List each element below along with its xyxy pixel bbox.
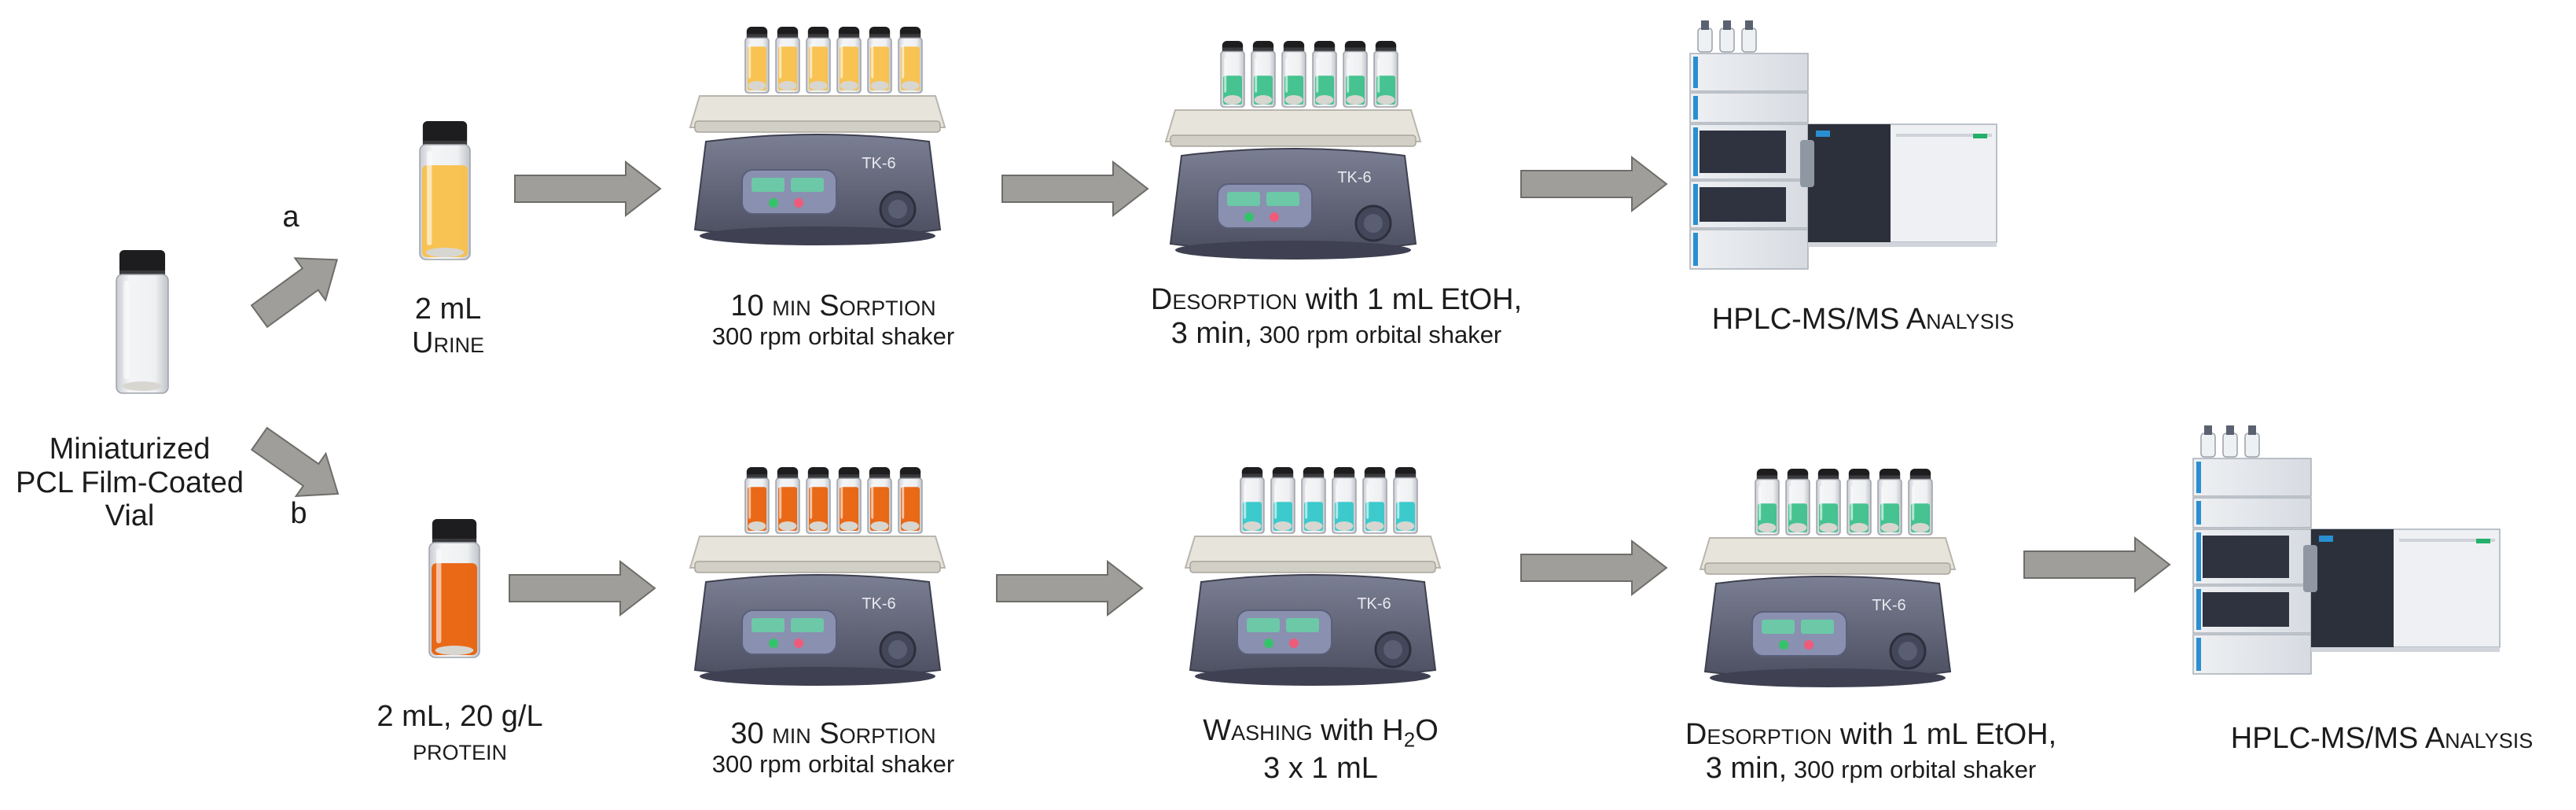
step-b3-title-lead: Desorption	[1685, 718, 1832, 751]
shaker-brand-label: TK-6	[1337, 169, 1371, 186]
shaker-vial-icon	[1393, 467, 1418, 534]
start-label-line1: Miniaturized	[49, 433, 211, 466]
protein-concentration: 2 mL, 20 g/L	[377, 700, 543, 733]
shaker-vial-icon	[806, 27, 831, 94]
hplc-ms-a-icon	[1689, 20, 1997, 270]
step-a2-line2-lead: 3 min,	[1170, 316, 1253, 350]
shaker-vial-icon	[898, 27, 923, 94]
step-a2-label: Desorption with 1 mL EtOH, 3 min, 300 rp…	[1085, 283, 1588, 350]
start-label-line2: PCL Film-Coated	[16, 466, 244, 499]
urine-name: Urine	[412, 326, 484, 359]
step-a2-line2-rest: 300 rpm orbital shaker	[1252, 320, 1502, 348]
step-b2-label: Washing with H2O 3 x 1 mL	[1148, 714, 1494, 785]
shaker-a1-icon: TK-6	[689, 27, 946, 245]
step-a1-title: 10 min Sorption	[730, 289, 936, 322]
shaker-vial-icon	[1877, 469, 1902, 536]
shaker-vial-icon	[744, 27, 770, 94]
branch-b-label: b	[290, 497, 307, 530]
step-b3-line2-rest: 300 rpm orbital shaker	[1787, 755, 2037, 783]
shaker-vial-icon	[1312, 41, 1337, 108]
step-b3-line2-lead: 3 min,	[1705, 751, 1788, 785]
shaker-vial-icon	[1362, 467, 1387, 534]
branch-a-label: a	[282, 201, 299, 234]
step-b2-title-end: O	[1415, 714, 1439, 747]
shaker-vial-icon	[1240, 467, 1265, 534]
urine-sample-label: 2 mL Urine	[369, 293, 527, 359]
step-b1-title: 30 min Sorption	[730, 717, 936, 750]
shaker-vial-icon	[867, 27, 892, 94]
step-b2-title-subscript: 2	[1403, 727, 1416, 752]
shaker-vial-icon	[1220, 41, 1245, 108]
shaker-vial-icon	[775, 27, 800, 94]
shaker-brand-label: TK-6	[1872, 597, 1905, 614]
step-a2-title-rest: with 1 mL EtOH,	[1297, 283, 1523, 316]
arrow-a1-icon	[514, 160, 662, 218]
shaker-vial-icon	[1785, 469, 1810, 536]
shaker-vial-icon	[898, 467, 923, 534]
urine-volume: 2 mL	[414, 293, 482, 326]
start-vial-label: Miniaturized PCL Film-Coated Vial	[16, 433, 244, 533]
step-b1-subtitle: 300 rpm orbital shaker	[711, 749, 955, 778]
shaker-vial-icon	[1251, 41, 1276, 108]
shaker-vial-icon	[1343, 41, 1368, 108]
shaker-b1-icon: TK-6	[689, 467, 946, 686]
shaker-vial-icon	[744, 467, 770, 534]
shaker-vial-icon	[1301, 467, 1326, 534]
arrow-a2-icon	[1001, 160, 1149, 218]
shaker-a2-icon: TK-6	[1164, 41, 1422, 260]
step-b2-title-lead: Washing	[1203, 714, 1313, 747]
protein-sample-label: 2 mL, 20 g/L protein	[334, 700, 586, 767]
arrow-a3-icon	[1520, 155, 1668, 213]
step-b4-label: HPLC-MS/MS Analysis	[2230, 722, 2534, 755]
step-b2-title-mid: with H	[1312, 714, 1404, 747]
arrow-b3-icon	[1520, 539, 1668, 597]
shaker-vial-icon	[1755, 469, 1780, 536]
step-b2-line2: 3 x 1 mL	[1263, 751, 1378, 785]
shaker-vial-icon	[806, 467, 831, 534]
shaker-vial-icon	[1281, 41, 1306, 108]
step-b3-label: Desorption with 1 mL EtOH, 3 min, 300 rp…	[1627, 718, 2115, 785]
shaker-vial-icon	[867, 467, 892, 534]
shaker-vial-icon	[1373, 41, 1398, 108]
hplc-ms-b-icon	[2192, 425, 2501, 675]
shaker-b3-icon: TK-6	[1699, 469, 1957, 687]
shaker-brand-label: TK-6	[862, 155, 895, 172]
arrow-b2-icon	[996, 559, 1144, 617]
step-a1-label: 10 min Sorption 300 rpm orbital shaker	[660, 289, 1006, 350]
start-label-line3: Vial	[105, 499, 155, 533]
shaker-vial-icon	[1847, 469, 1872, 536]
branch-a-arrow-icon	[250, 257, 339, 329]
protein-name: protein	[412, 733, 507, 767]
shaker-vial-icon	[775, 467, 800, 534]
shaker-vial-icon	[1908, 469, 1933, 536]
arrow-b1-icon	[509, 559, 656, 617]
start-vial-icon	[116, 250, 169, 394]
shaker-vial-icon	[836, 27, 862, 94]
step-a3-label: HPLC-MS/MS Analysis	[1711, 303, 2015, 336]
step-a2-title-lead: Desorption	[1150, 283, 1298, 316]
step-b1-label: 30 min Sorption 300 rpm orbital shaker	[660, 717, 1006, 778]
shaker-vial-icon	[836, 467, 862, 534]
step-b3-title-rest: with 1 mL EtOH,	[1832, 718, 2057, 751]
shaker-vial-icon	[1816, 469, 1841, 536]
shaker-vial-icon	[1270, 467, 1295, 534]
shaker-b2-icon: TK-6	[1184, 467, 1442, 686]
shaker-brand-label: TK-6	[862, 595, 895, 613]
arrow-b4-icon	[2023, 536, 2171, 594]
urine-vial-icon	[419, 121, 471, 260]
step-a1-subtitle: 300 rpm orbital shaker	[711, 322, 955, 350]
shaker-vial-icon	[1332, 467, 1357, 534]
shaker-brand-label: TK-6	[1357, 595, 1391, 613]
branch-b-arrow-icon	[250, 426, 340, 498]
protein-vial-icon	[428, 519, 480, 658]
